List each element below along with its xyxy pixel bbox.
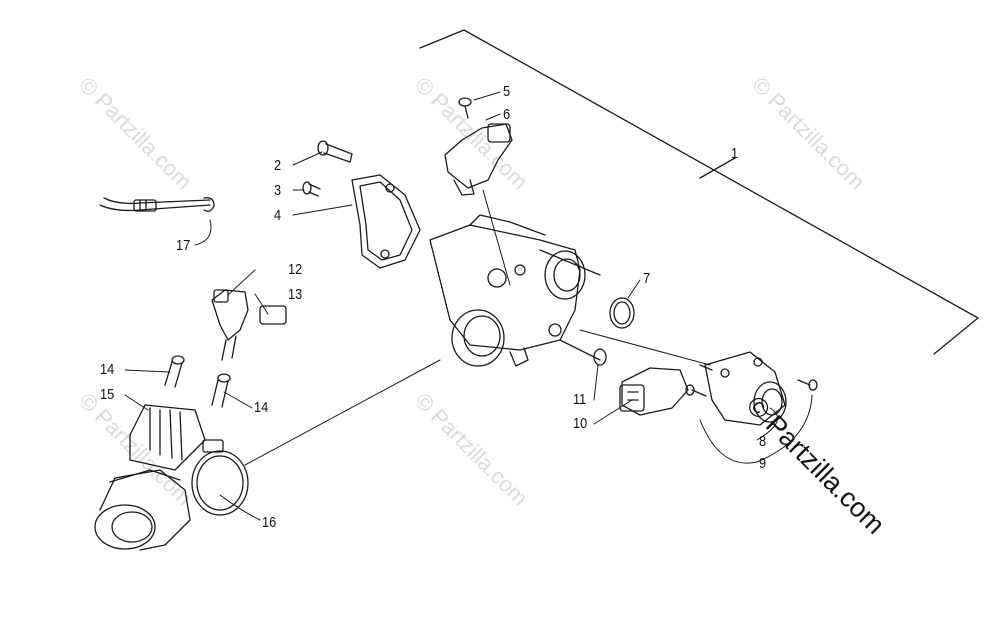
screw [302,181,321,197]
callout-11[interactable]: 11 [573,391,587,408]
callout-2[interactable]: 2 [274,157,282,174]
bolt [317,140,353,163]
cover-gasket [351,174,421,269]
callout-4[interactable]: 4 [274,207,282,224]
idle-control-valve [699,351,787,426]
callout-10[interactable]: 10 [573,415,588,432]
callout-6[interactable]: 6 [503,106,511,123]
callout-14-lower[interactable]: 14 [254,399,269,416]
callout-5[interactable]: 5 [503,83,511,100]
intake-boot [94,404,206,551]
sensor-side [619,367,689,416]
screws-pair [685,379,818,397]
callout-13[interactable]: 13 [288,286,303,303]
axis-line [579,329,711,366]
throttle-cable [99,197,215,212]
assembly-bracket [419,29,979,355]
callout-12[interactable]: 12 [288,261,303,278]
callout-9[interactable]: 9 [759,455,767,472]
callout-17[interactable]: 17 [176,237,191,254]
sensor-top [444,97,513,196]
o-ring-small [593,348,607,366]
leader-lines [124,91,813,521]
sensor-left [211,289,287,361]
hose-clamp [191,439,249,516]
callout-1[interactable]: 1 [731,145,739,162]
callout-16[interactable]: 16 [262,514,277,531]
callout-8[interactable]: 8 [759,433,767,450]
o-ring-large [609,297,635,329]
bolts-lower [164,355,231,408]
callout-14-upper[interactable]: 14 [100,361,115,378]
callout-3[interactable]: 3 [274,182,282,199]
callout-15[interactable]: 15 [100,386,115,403]
axis-line [244,359,441,466]
throttle-body [429,214,601,367]
callout-7[interactable]: 7 [643,270,651,287]
